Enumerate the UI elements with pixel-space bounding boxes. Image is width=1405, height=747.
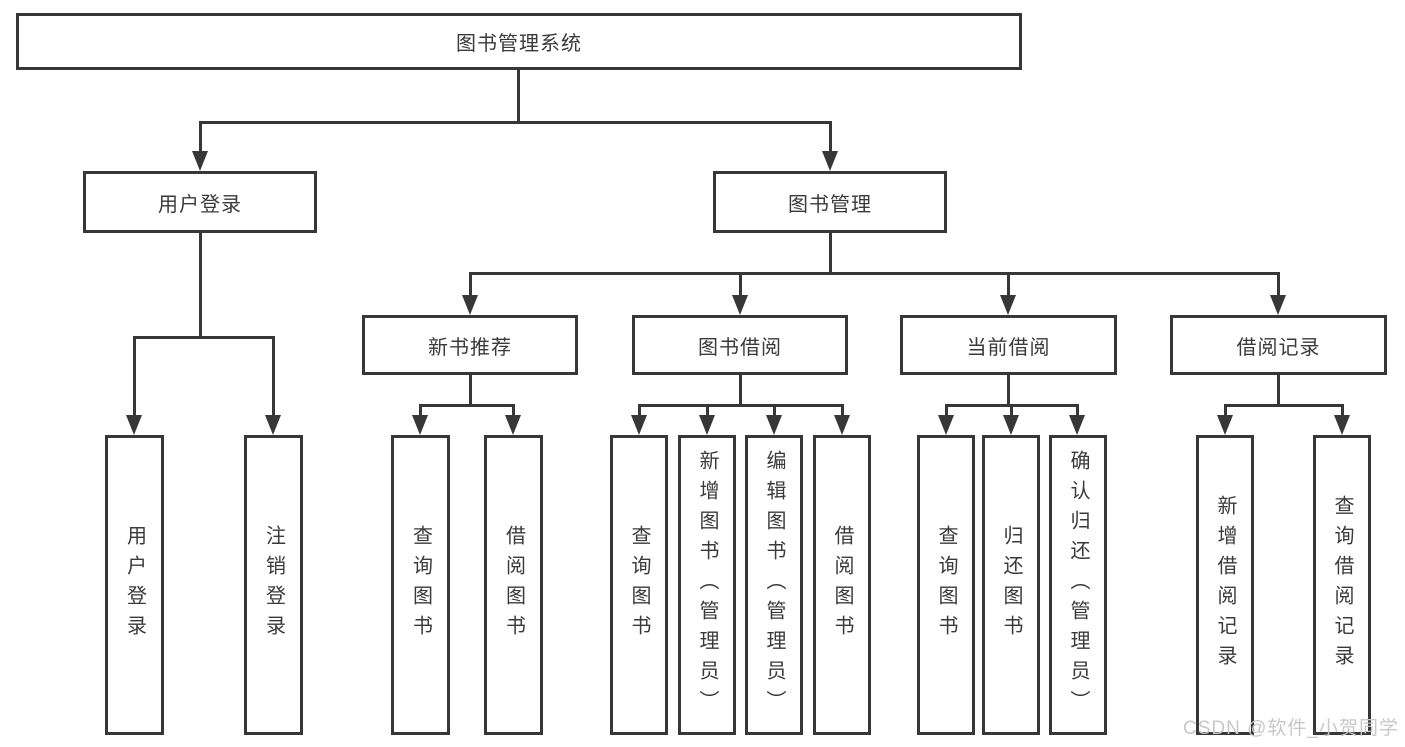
leaf-add-books-admin: 新增图书（管理员） xyxy=(678,435,736,735)
connector-to-leaf-logout xyxy=(272,336,275,417)
leaf-label: 查询图书 xyxy=(935,525,957,645)
leaf-return-books: 归还图书 xyxy=(982,435,1040,735)
leaf-label: 归还图书 xyxy=(1000,525,1022,645)
connector-root-branch xyxy=(199,121,832,124)
leaf-label: 查询图书 xyxy=(628,525,650,645)
leaf-label: 借阅图书 xyxy=(831,525,853,645)
arrowhead-add-borrow-record xyxy=(1217,415,1233,435)
connector-to-book-borrowing xyxy=(739,272,742,297)
connector-new-book-branch xyxy=(419,404,515,407)
connector-to-leaf-user-login xyxy=(133,336,136,417)
connector-book-management-stem xyxy=(829,233,832,274)
leaf-label: 编辑图书（管理员） xyxy=(763,450,785,720)
node-root-system: 图书管理系统 xyxy=(16,13,1022,70)
connector-book-borrowing-branch xyxy=(638,404,843,407)
connector-book-management-branch xyxy=(469,272,1280,275)
node-book-management: 图书管理 xyxy=(713,171,947,233)
connector-to-confirm-return xyxy=(1076,404,1079,417)
arrowhead-leaf-user-login xyxy=(126,415,142,435)
connector-to-add-books xyxy=(706,404,709,417)
arrowhead-borrowing-records xyxy=(1270,295,1286,315)
connector-to-add-borrow-record xyxy=(1224,404,1227,417)
leaf-logout: 注销登录 xyxy=(244,435,303,735)
arrowhead-add-books xyxy=(699,415,715,435)
arrowhead-borrow-books-recommend xyxy=(505,415,521,435)
connector-to-current-borrowing xyxy=(1007,272,1010,297)
connector-user-login-stem xyxy=(199,233,202,337)
arrowhead-leaf-logout xyxy=(265,415,281,435)
connector-book-borrowing-stem xyxy=(739,375,742,406)
leaf-label: 借阅图书 xyxy=(502,525,525,645)
leaf-label: 新增借阅记录 xyxy=(1214,495,1236,675)
leaf-label: 用户登录 xyxy=(123,525,146,645)
leaf-label: 查询借阅记录 xyxy=(1331,495,1353,675)
node-book-borrowing: 图书借阅 xyxy=(632,315,848,375)
leaf-query-books-borrowing: 查询图书 xyxy=(610,435,668,735)
arrowhead-confirm-return xyxy=(1069,415,1085,435)
connector-current-borrowing-stem xyxy=(1007,375,1010,406)
arrowhead-new-book xyxy=(462,295,478,315)
connector-to-borrow-books-borrowing xyxy=(841,404,844,417)
leaf-query-borrow-record: 查询借阅记录 xyxy=(1313,435,1371,735)
leaf-label: 确认归还（管理员） xyxy=(1067,450,1089,720)
leaf-confirm-return-admin: 确认归还（管理员） xyxy=(1049,435,1107,735)
connector-to-book-management xyxy=(829,121,832,153)
connector-to-query-books-recommend xyxy=(419,404,422,417)
leaf-query-books-current: 查询图书 xyxy=(917,435,975,735)
leaf-borrow-books-borrowing: 借阅图书 xyxy=(813,435,871,735)
connector-to-query-books-borrowing xyxy=(638,404,641,417)
arrowhead-book-management xyxy=(822,151,838,171)
connector-to-query-books-current xyxy=(945,404,948,417)
connector-to-borrow-books-recommend xyxy=(512,404,515,417)
connector-to-borrowing-records xyxy=(1277,272,1280,297)
leaf-label: 注销登录 xyxy=(262,525,285,645)
arrowhead-query-books-borrowing xyxy=(631,415,647,435)
connector-to-query-borrow-record xyxy=(1341,404,1344,417)
node-user-login: 用户登录 xyxy=(83,171,317,233)
connector-to-edit-books xyxy=(773,404,776,417)
node-new-book-recommendation: 新书推荐 xyxy=(362,315,578,375)
connector-to-user-login xyxy=(199,121,202,153)
arrowhead-current-borrowing xyxy=(1000,295,1016,315)
arrowhead-edit-books xyxy=(766,415,782,435)
arrowhead-borrow-books-borrowing xyxy=(834,415,850,435)
arrowhead-query-books-current xyxy=(938,415,954,435)
csdn-watermark: CSDN @软件_小贺同学 xyxy=(1183,718,1399,739)
node-borrowing-records: 借阅记录 xyxy=(1170,315,1387,375)
connector-borrowing-records-branch xyxy=(1224,404,1344,407)
arrowhead-query-borrow-record xyxy=(1334,415,1350,435)
connector-user-login-branch xyxy=(133,336,275,339)
connector-to-return-books xyxy=(1010,404,1013,417)
connector-to-new-book xyxy=(469,272,472,297)
connector-root-stem xyxy=(517,70,520,122)
connector-borrowing-records-stem xyxy=(1277,375,1280,406)
leaf-label: 新增图书（管理员） xyxy=(696,450,718,720)
arrowhead-return-books xyxy=(1003,415,1019,435)
arrowhead-user-login xyxy=(192,151,208,171)
leaf-query-books-recommend: 查询图书 xyxy=(391,435,450,735)
leaf-edit-books-admin: 编辑图书（管理员） xyxy=(745,435,803,735)
leaf-user-login: 用户登录 xyxy=(105,435,164,735)
leaf-label: 查询图书 xyxy=(409,525,432,645)
connector-new-book-stem xyxy=(469,375,472,406)
arrowhead-book-borrowing xyxy=(732,295,748,315)
leaf-borrow-books-recommend: 借阅图书 xyxy=(484,435,543,735)
arrowhead-query-books-recommend xyxy=(412,415,428,435)
node-current-borrowing: 当前借阅 xyxy=(900,315,1117,375)
leaf-add-borrow-record: 新增借阅记录 xyxy=(1196,435,1254,735)
